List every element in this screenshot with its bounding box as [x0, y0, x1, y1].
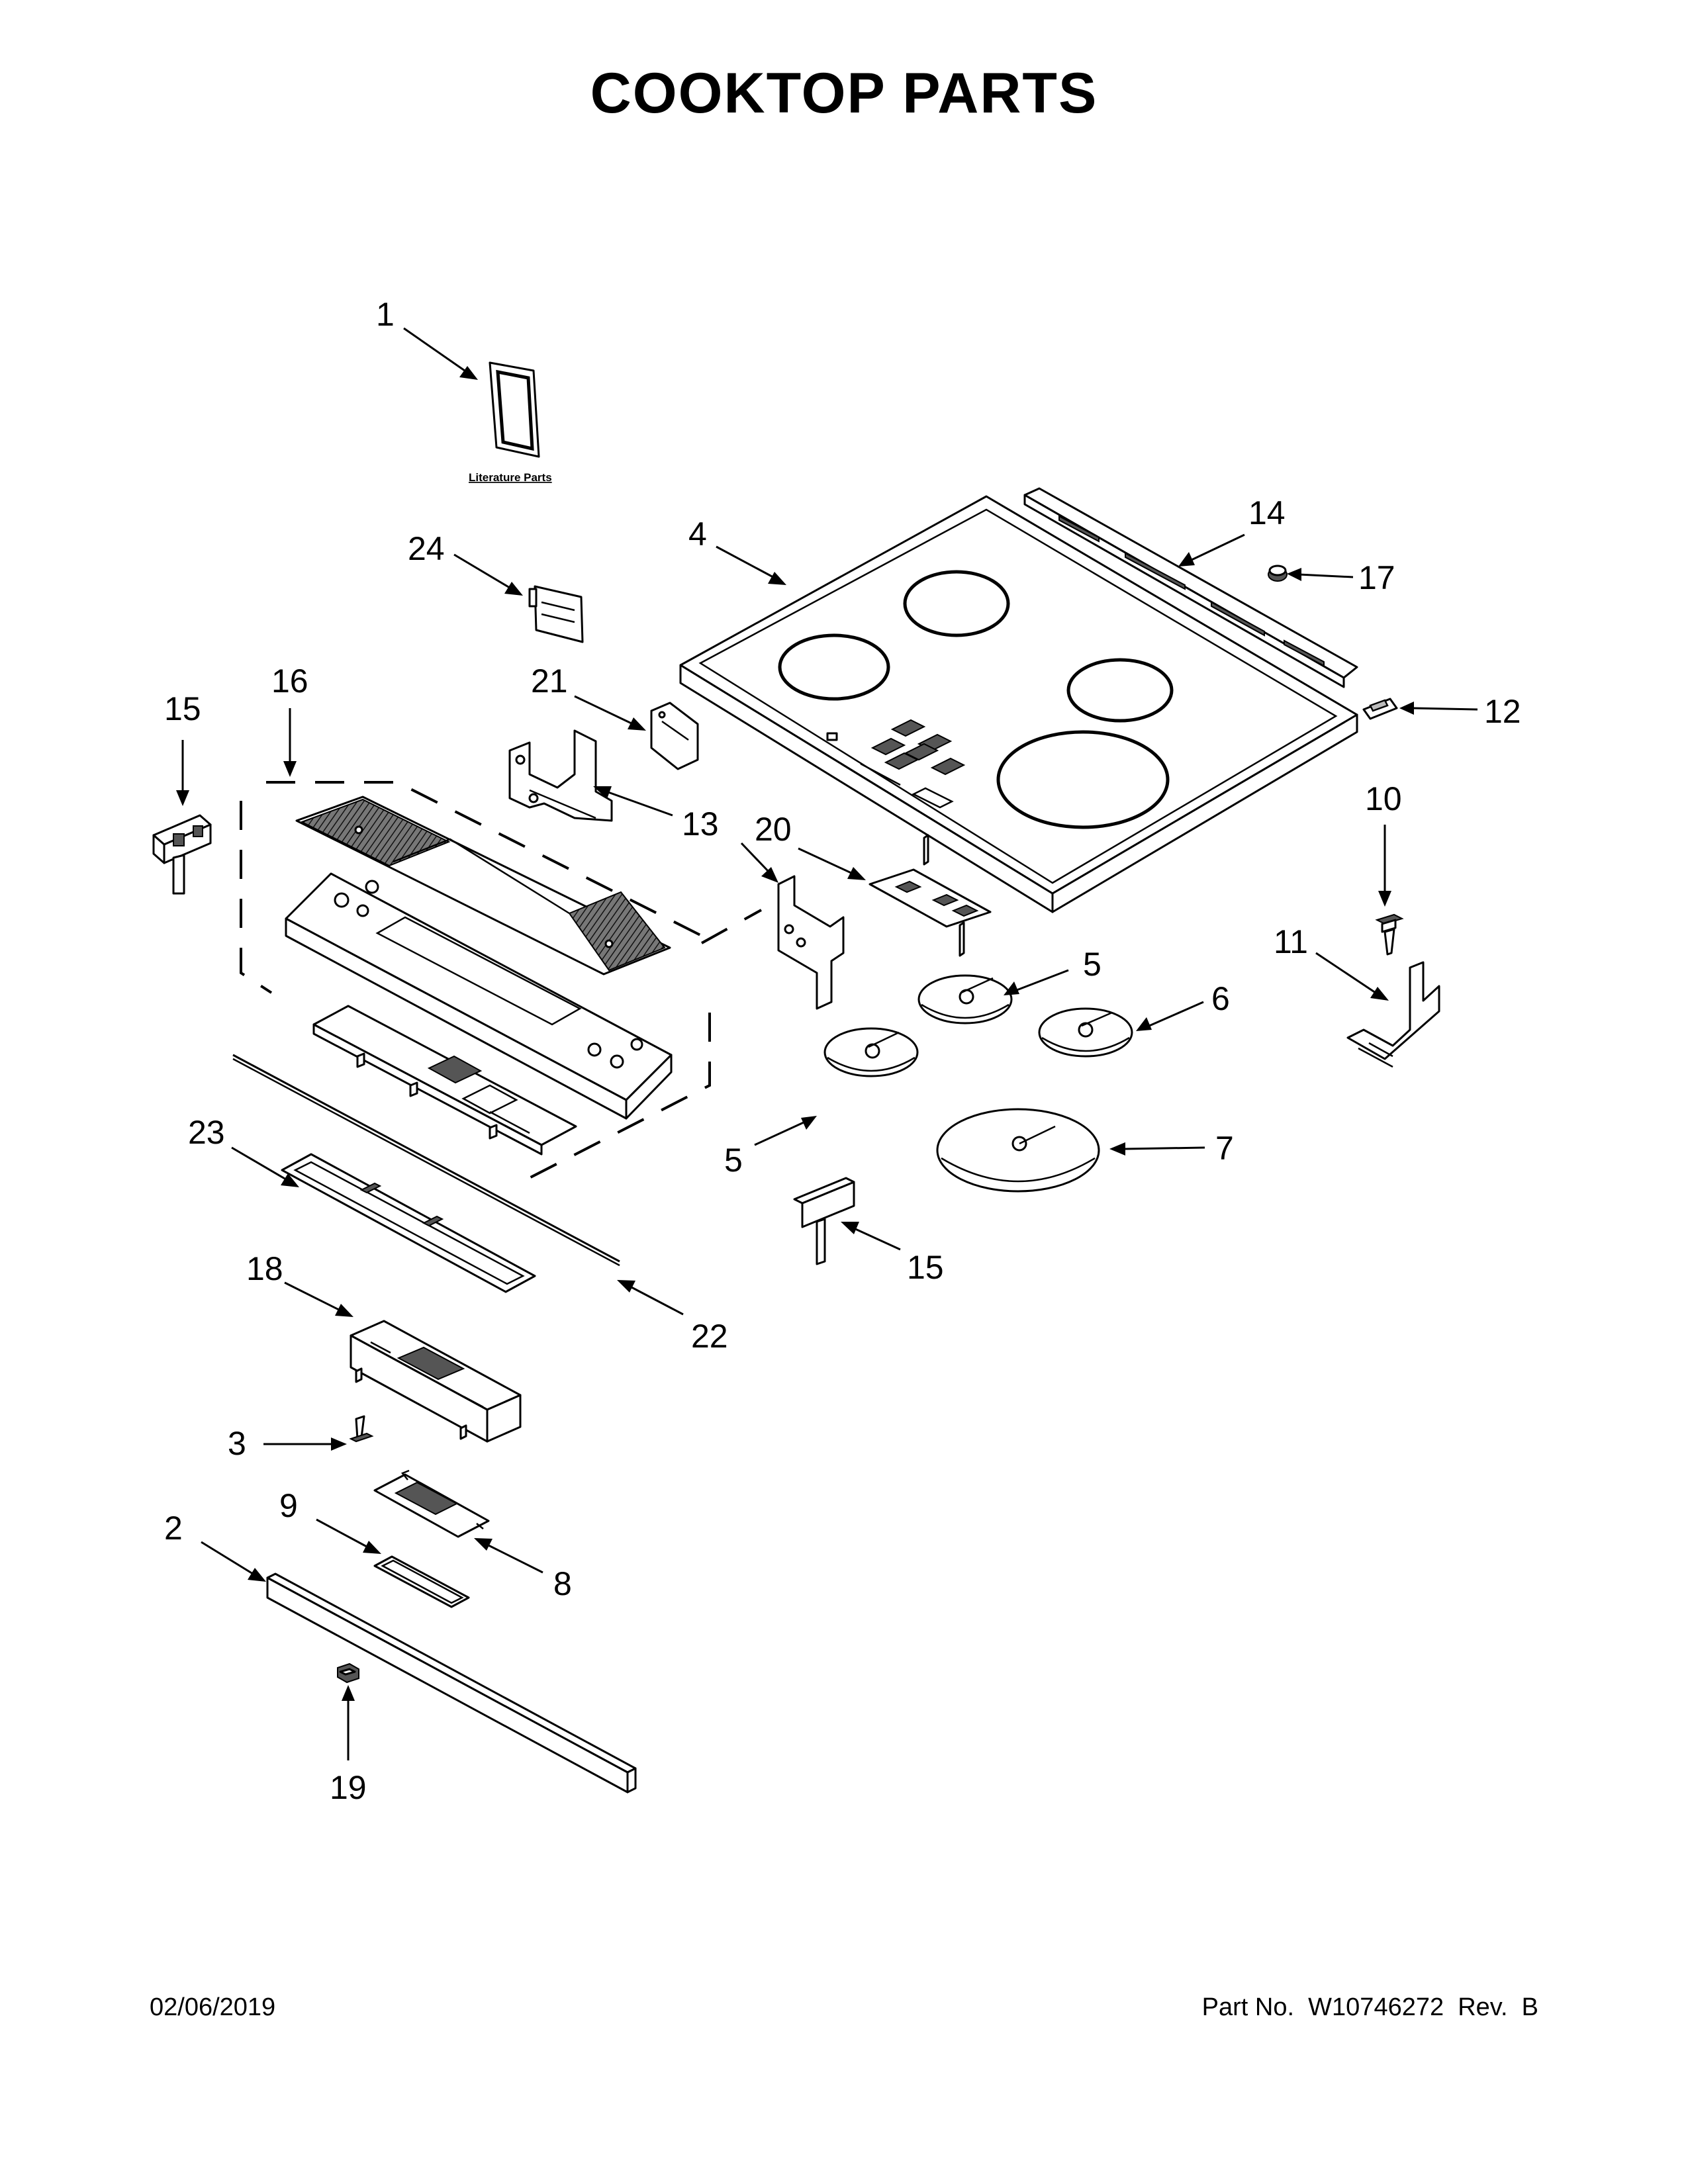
- callout-1: 1: [376, 296, 395, 333]
- callout-5-lower: 5: [724, 1142, 743, 1179]
- frame-part-23: [281, 1153, 536, 1293]
- callout-3: 3: [228, 1425, 246, 1462]
- callout-16: 16: [271, 662, 308, 700]
- switch-part-15-left: [152, 814, 212, 895]
- control-board-part-18: [350, 1320, 522, 1443]
- lower-trim-part-2: [266, 1572, 637, 1794]
- bracket-part-13-lower: [777, 875, 845, 1010]
- bracket-part-24: [528, 585, 584, 643]
- cooktop-part-4: [679, 495, 1358, 913]
- callout-13: 13: [682, 805, 719, 842]
- callout-6: 6: [1211, 980, 1230, 1017]
- literature-parts-part: Literature Parts: [469, 361, 552, 484]
- callout-18: 18: [246, 1250, 283, 1287]
- screw-part-3: [349, 1415, 374, 1443]
- bracket-part-21: [650, 702, 699, 770]
- callout-5-upper: 5: [1083, 946, 1102, 983]
- footer-date: 02/06/2019: [150, 1993, 276, 2021]
- callout-8: 8: [553, 1565, 572, 1602]
- callout-7: 7: [1215, 1130, 1234, 1167]
- callout-4: 4: [688, 516, 707, 553]
- callout-15-left: 15: [164, 690, 201, 727]
- element-part-7: [936, 1108, 1100, 1193]
- page-title: COOKTOP PARTS: [590, 62, 1098, 125]
- bracket-part-11: [1346, 961, 1440, 1068]
- callout-20: 20: [755, 811, 792, 848]
- callout-10: 10: [1365, 780, 1402, 817]
- callout-17: 17: [1358, 559, 1395, 596]
- switch-part-15-center: [793, 1177, 855, 1265]
- callout-23: 23: [188, 1114, 225, 1151]
- callout-15-center: 15: [907, 1249, 944, 1286]
- callout-labels: 1 24 4 14 17 15 16 21 12 13 20 10 11 5 6…: [164, 296, 1521, 1806]
- clip-part-19: [337, 1662, 359, 1684]
- callout-2: 2: [164, 1510, 183, 1547]
- display-module-part-8: [373, 1469, 490, 1538]
- wire-strip-part-22: [232, 1054, 620, 1267]
- cooktop-touch-controls: [826, 719, 966, 809]
- clip-part-12: [1362, 698, 1398, 720]
- element-part-5-upper: [917, 974, 1013, 1024]
- element-part-6: [1038, 1007, 1133, 1058]
- footer-part-number: Part No. W10746272 Rev. B: [1201, 1993, 1538, 2021]
- grommet-part-17: [1268, 565, 1288, 582]
- rear-trim-part-14: [1023, 487, 1358, 688]
- circuit-board-part-20: [868, 834, 992, 957]
- callout-22: 22: [691, 1318, 728, 1355]
- bracket-part-13-upper: [508, 729, 613, 822]
- callout-11: 11: [1274, 923, 1308, 960]
- callout-12: 12: [1484, 693, 1521, 730]
- callout-24: 24: [408, 530, 445, 567]
- element-part-5-lower: [823, 1027, 919, 1077]
- callout-9: 9: [279, 1487, 298, 1524]
- window-part-9: [373, 1555, 470, 1608]
- callout-19: 19: [330, 1769, 367, 1806]
- leader-lines: [176, 327, 1478, 1760]
- screw-part-10: [1375, 913, 1404, 956]
- control-panel-assembly-part-16: [240, 781, 762, 1186]
- callout-21: 21: [531, 662, 568, 700]
- callout-14: 14: [1248, 494, 1286, 531]
- literature-caption: Literature Parts: [469, 471, 552, 484]
